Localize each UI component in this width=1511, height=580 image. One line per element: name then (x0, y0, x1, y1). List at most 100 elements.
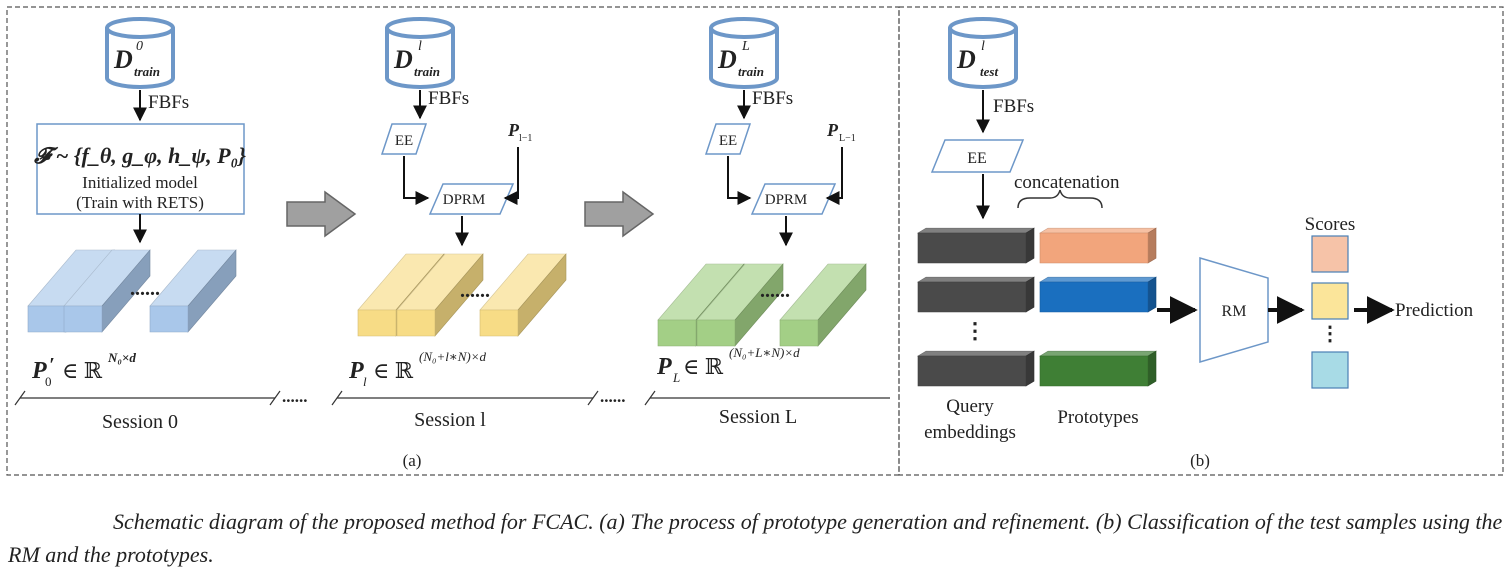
session-transition-arrow-1 (286, 190, 357, 238)
prototype-formula-l: P l ∈ ℝ (N₀+l∗N)×d (348, 349, 487, 389)
prototype-bar-front (779, 319, 819, 347)
svg-text:(N₀+L∗N)×d: (N₀+L∗N)×d (729, 345, 800, 360)
model-label-line2: (Train with RETS) (76, 193, 204, 212)
svg-text:N₀×d: N₀×d (107, 350, 136, 365)
svg-text:⋮: ⋮ (1320, 323, 1340, 345)
svg-text:⋮: ⋮ (964, 318, 986, 343)
svg-text:P: P (348, 358, 364, 384)
model-label-line1: Initialized model (82, 173, 198, 192)
svg-text:test: test (980, 64, 998, 79)
panel-a-label: (a) (403, 451, 422, 470)
svg-text:l: l (363, 374, 367, 389)
svg-text:P: P (31, 358, 47, 384)
svg-text:P: P (656, 354, 672, 380)
svg-text:D: D (956, 45, 976, 74)
panel-b: D l test FBFs EE concatenation ⋮ Query e… (916, 17, 1474, 443)
db-sup: 0 (136, 39, 143, 54)
ee-box (930, 139, 1025, 173)
svg-text:train: train (414, 64, 440, 79)
prototype-bar-front (357, 309, 397, 337)
dprm-box (428, 183, 515, 215)
query-embedding-box (916, 227, 1036, 264)
session-transition-arrow-2 (584, 190, 655, 238)
database-train-l-icon: D l train (385, 17, 455, 89)
scores-label: Scores (1305, 214, 1356, 235)
svg-text:l: l (981, 39, 985, 54)
svg-text:L−1: L−1 (839, 133, 856, 144)
database-train-0-icon: D 0 train (105, 17, 175, 89)
prototype-bar-front (657, 319, 697, 347)
prototype-bar-front (149, 305, 189, 333)
score-box (1311, 235, 1349, 273)
query-label-2: embeddings (924, 422, 1016, 443)
fbf-label: FBFs (428, 88, 469, 109)
svg-text:......: ...... (600, 387, 626, 406)
svg-text:DPRM: DPRM (765, 192, 808, 208)
svg-text:EE: EE (967, 150, 987, 167)
svg-text:l−1: l−1 (519, 133, 532, 144)
rm-module (1199, 256, 1269, 364)
bars-dots: ...... (130, 278, 160, 300)
db-main: D (113, 45, 133, 74)
ee-box (380, 123, 428, 155)
prev-prototype-label: P (507, 120, 520, 140)
prototype-box (1038, 350, 1158, 387)
prototypes (1038, 227, 1158, 387)
database-test-icon: D l test (948, 17, 1018, 89)
prototype-box (1038, 276, 1158, 313)
svg-text:L: L (741, 39, 750, 54)
svg-text:D: D (393, 45, 413, 74)
prototype-bar-front (696, 319, 736, 347)
score-box (1311, 351, 1349, 389)
prototype-formula-L: P L ∈ ℝ (N₀+L∗N)×d (656, 345, 800, 385)
query-embedding-box (916, 350, 1036, 387)
score-box (1311, 282, 1349, 320)
db-sub: train (134, 64, 160, 79)
svg-text:RM: RM (1222, 303, 1247, 320)
session-l: D l train FBFs EE P l−1 DPRM ...... P l … (348, 17, 567, 431)
svg-text:(N₀+l∗N)×d: (N₀+l∗N)×d (419, 349, 487, 364)
prototype-bars-L (657, 263, 867, 347)
session-label: Session 0 (102, 411, 178, 433)
svg-text:EE: EE (719, 133, 737, 149)
caption-text: Schematic diagram of the proposed method… (8, 509, 1503, 567)
svg-text:train: train (738, 64, 764, 79)
svg-text:∈ ℝ: ∈ ℝ (683, 354, 724, 379)
svg-text:DPRM: DPRM (443, 192, 486, 208)
ee-box (704, 123, 752, 155)
prototype-bar-front (63, 305, 103, 333)
query-embedding-box (916, 276, 1036, 313)
query-label: Query (946, 396, 994, 417)
svg-text:......: ...... (282, 387, 308, 406)
figure-caption: Schematic diagram of the proposed method… (8, 505, 1503, 571)
svg-text:EE: EE (395, 133, 413, 149)
svg-text:L: L (672, 370, 680, 385)
prev-prototype-label: P (826, 120, 839, 140)
concatenation-label: concatenation (1014, 172, 1120, 193)
session-label: Session l (414, 409, 486, 431)
session-L: D L train FBFs EE P L−1 DPRM ...... P L … (656, 17, 867, 428)
svg-text:0: 0 (45, 374, 52, 389)
session-0: D 0 train FBFs 𝓕 ~ {f_θ, g_φ, h_ψ, P₀} I… (27, 17, 246, 433)
svg-text:∈ ℝ: ∈ ℝ (62, 358, 103, 383)
svg-text:......: ...... (760, 280, 790, 302)
prototype-formula-0: P ′ 0 ∈ ℝ N₀×d (31, 350, 136, 389)
prototypes-label: Prototypes (1057, 407, 1138, 428)
dprm-box (750, 183, 837, 215)
svg-text:∈ ℝ: ∈ ℝ (373, 358, 414, 383)
fbf-label: FBFs (752, 88, 793, 109)
timeline: ...... ...... (14, 387, 890, 406)
panel-b-label: (b) (1190, 451, 1210, 470)
fbf-label: FBFs (148, 92, 189, 113)
prototype-bar-front (27, 305, 67, 333)
prototype-box (1038, 227, 1158, 264)
svg-text:′: ′ (49, 354, 55, 376)
svg-text:l: l (418, 39, 422, 54)
prediction-label: Prediction (1395, 300, 1474, 321)
database-train-L-icon: D L train (709, 17, 779, 89)
prototype-bar-front (479, 309, 519, 337)
scores (1311, 235, 1349, 389)
prototype-bars-0 (27, 249, 237, 333)
fbf-label: FBFs (993, 96, 1034, 117)
model-formula: 𝓕 ~ {f_θ, g_φ, h_ψ, P₀} (33, 143, 246, 168)
